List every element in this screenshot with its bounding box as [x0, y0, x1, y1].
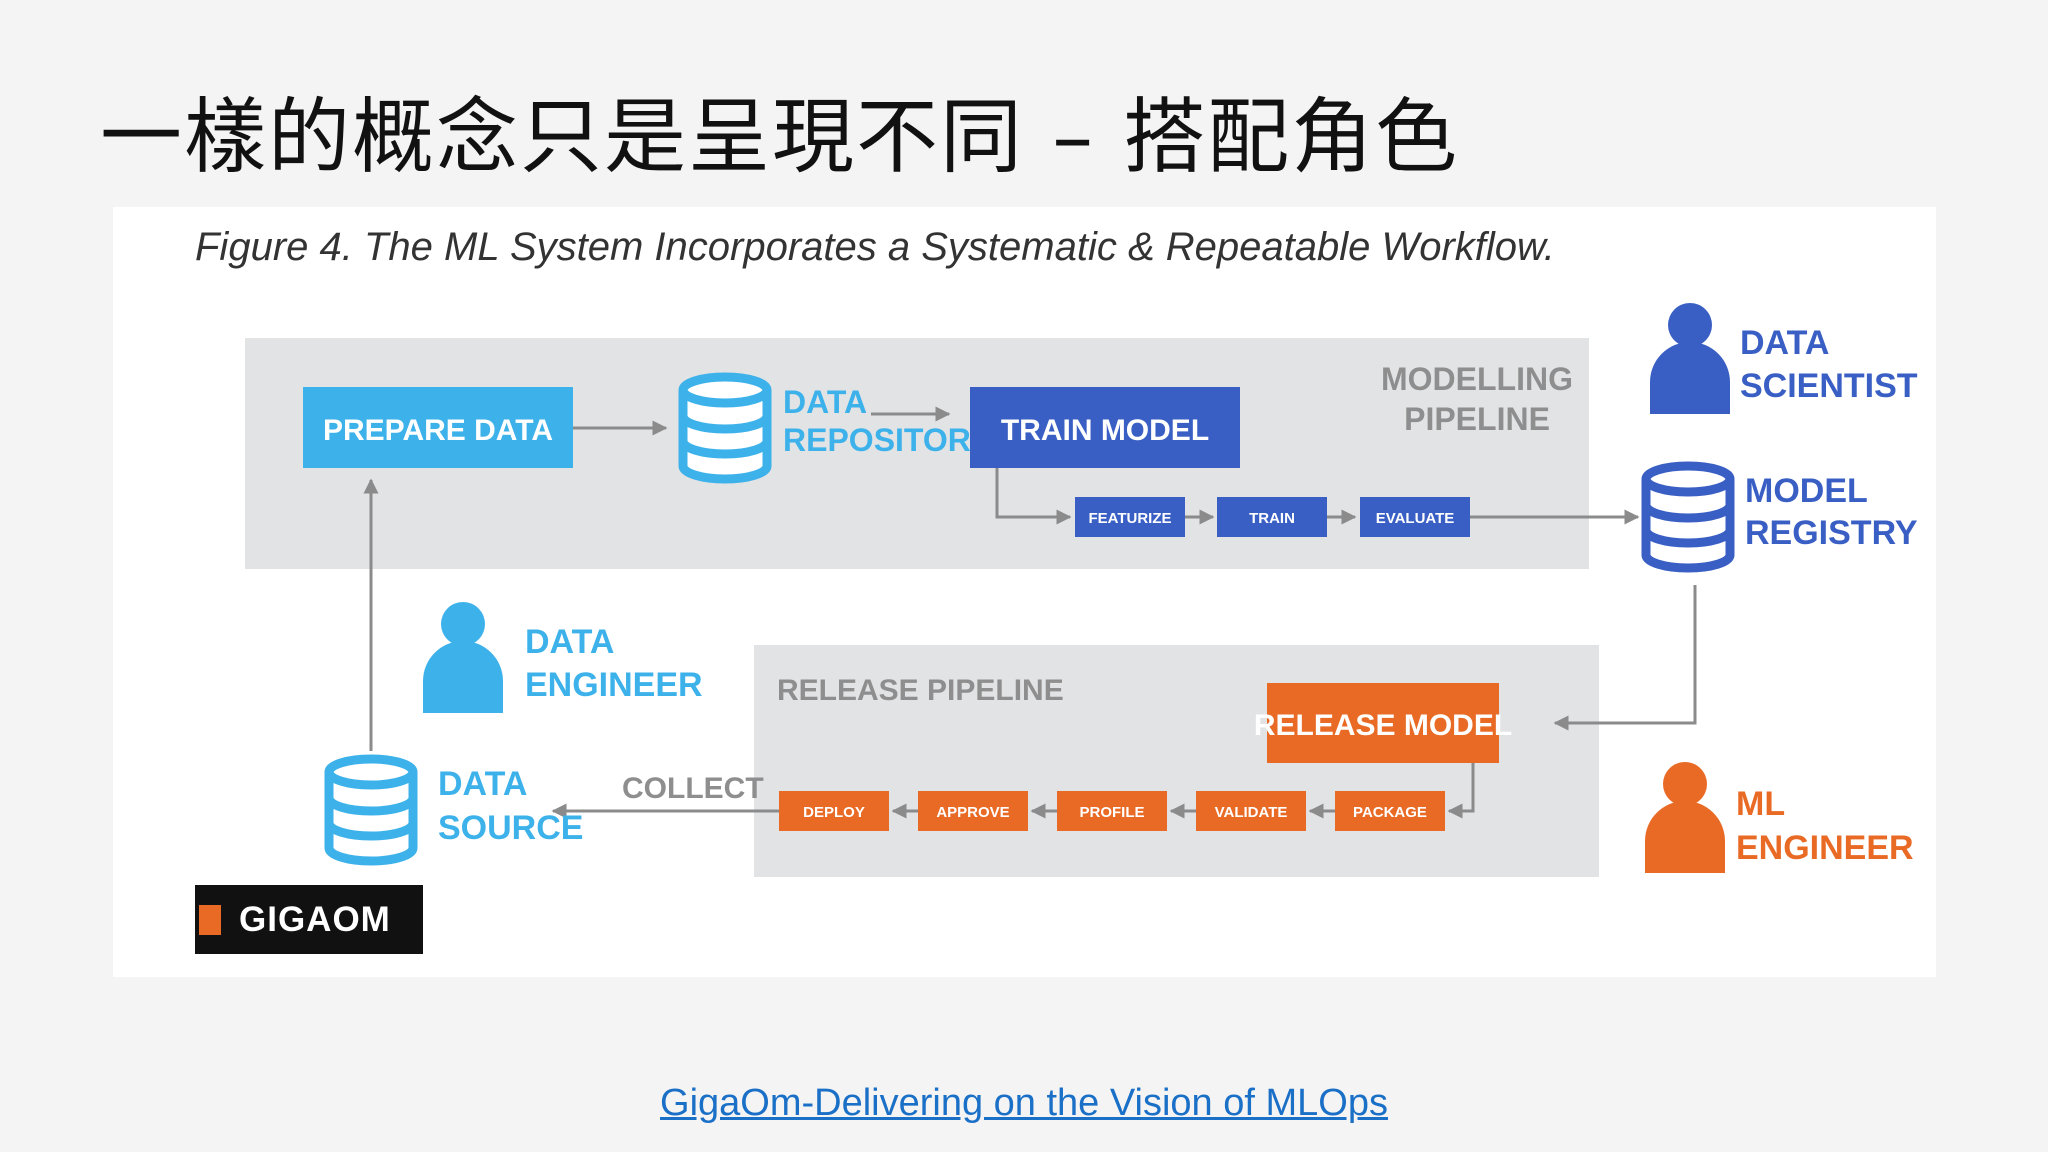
arrow-release-to-package	[1447, 763, 1475, 819]
data-repository-label-2: REPOSITORY	[783, 422, 991, 458]
ml-engineer-label-2: ENGINEER	[1736, 829, 1914, 867]
data-engineer-label-2: ENGINEER	[525, 666, 703, 704]
data-source-label-2: SOURCE	[438, 809, 583, 847]
step-evaluate-label: EVALUATE	[1376, 510, 1455, 527]
collect-label: COLLECT	[622, 772, 764, 805]
step-validate	[1196, 791, 1306, 831]
modelling-pipeline-label-1: MODELLING	[1381, 361, 1573, 397]
step-train	[1217, 497, 1327, 537]
release-model-box	[1267, 683, 1499, 763]
data-source-label-1: DATA	[438, 765, 527, 803]
arrow-train-to-featurize	[995, 468, 1072, 525]
train-model-label: TRAIN MODEL	[1001, 414, 1209, 447]
step-deploy-label: DEPLOY	[803, 804, 865, 821]
step-deploy	[779, 791, 889, 831]
step-train-label: TRAIN	[1249, 510, 1295, 527]
ml-engineer-icon	[1645, 762, 1725, 873]
source-link[interactable]: GigaOm-Delivering on the Vision of MLOps	[660, 1082, 1388, 1124]
step-package	[1335, 791, 1445, 831]
data-scientist-icon	[1650, 303, 1730, 414]
step-evaluate	[1360, 497, 1470, 537]
data-source-icon	[329, 759, 413, 861]
step-featurize	[1075, 497, 1185, 537]
data-scientist-label-2: SCIENTIST	[1740, 367, 1918, 405]
source-link-container: GigaOm-Delivering on the Vision of MLOps	[0, 1082, 2048, 1125]
logo-square-mark	[199, 904, 221, 935]
arrow-registry-to-release	[1553, 585, 1697, 731]
prepare-data-box	[303, 387, 573, 468]
ml-engineer-label-1: ML	[1736, 785, 1785, 823]
step-package-label: PACKAGE	[1353, 804, 1427, 821]
data-scientist-label-1: DATA	[1740, 324, 1829, 362]
modelling-pipeline-label-2: PIPELINE	[1404, 401, 1550, 437]
model-registry-icon	[1646, 466, 1730, 568]
step-profile-label: PROFILE	[1079, 804, 1144, 821]
data-repository-icon	[683, 377, 767, 479]
figure-caption: Figure 4. The ML System Incorporates a S…	[195, 225, 1555, 269]
logo-text: GIGAOM	[239, 899, 391, 939]
gigaom-logo: GIGAOM	[195, 885, 423, 954]
release-model-label: RELEASE MODEL	[1254, 709, 1512, 742]
model-registry-label-2: REGISTRY	[1745, 514, 1918, 552]
step-approve	[918, 791, 1028, 831]
mlops-workflow-diagram: MODELLING PIPELINE PREPARE DATA DATA REP…	[245, 303, 1918, 877]
step-approve-label: APPROVE	[936, 804, 1009, 821]
step-profile	[1057, 791, 1167, 831]
step-featurize-label: FEATURIZE	[1088, 510, 1171, 527]
train-model-box	[970, 387, 1240, 468]
figure-card: Figure 4. The ML System Incorporates a S…	[113, 207, 1936, 977]
model-registry-label-1: MODEL	[1745, 472, 1868, 510]
step-validate-label: VALIDATE	[1215, 804, 1288, 821]
slide-title: 一樣的概念只是呈現不同 – 搭配角色	[100, 90, 1460, 185]
release-pipeline-label: RELEASE PIPELINE	[777, 674, 1064, 707]
data-engineer-icon	[423, 602, 503, 713]
data-engineer-label-1: DATA	[525, 623, 614, 661]
data-repository-label-1: DATA	[783, 384, 867, 420]
prepare-data-label: PREPARE DATA	[323, 414, 553, 447]
